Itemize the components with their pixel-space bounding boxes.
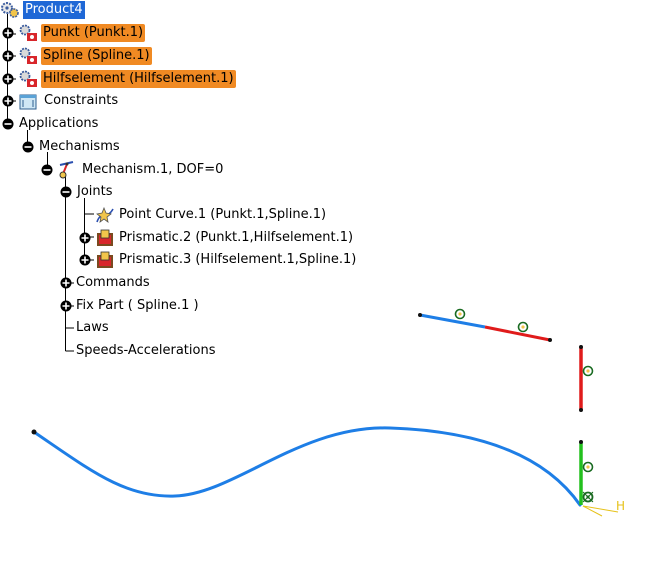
collapse-minus-icon[interactable] [2,118,14,130]
expand-plus-icon[interactable] [60,300,72,312]
tree-label-mechanisms[interactable]: Mechanisms [39,139,120,154]
tree-label-hilfselement[interactable]: Hilfselement (Hilfselement.1) [41,70,236,88]
part-icon [19,24,37,41]
tree-label-applications[interactable]: Applications [19,116,99,131]
point-curve-joint-icon [96,206,114,223]
expand-plus-icon[interactable] [2,95,14,107]
part-icon [19,70,37,87]
tree-label-prismatic2[interactable]: Prismatic.2 (Punkt.1,Hilfselement.1) [119,230,354,245]
tree-label-commands[interactable]: Commands [76,275,150,290]
product-gears-icon [1,2,19,18]
expand-plus-icon[interactable] [60,277,72,289]
expand-plus-icon[interactable] [2,50,14,62]
tree-label-point-curve[interactable]: Point Curve.1 (Punkt.1,Spline.1) [119,207,327,222]
tree-label-speeds[interactable]: Speeds-Accelerations [76,343,216,358]
expand-plus-icon[interactable] [2,27,14,39]
collapse-minus-icon[interactable] [60,186,72,198]
tree-label-punkt[interactable]: Punkt (Punkt.1) [41,24,146,42]
tree-label-constraints[interactable]: Constraints [44,93,119,108]
part-icon [19,47,37,64]
tree-label-laws[interactable]: Laws [76,320,109,335]
tree-label-mechanism[interactable]: Mechanism.1, DOF=0 [82,162,224,177]
collapse-minus-icon[interactable] [41,164,53,176]
collapse-minus-icon[interactable] [22,141,34,153]
expand-plus-icon[interactable] [79,254,91,266]
mechanism-icon [59,161,74,179]
expand-plus-icon[interactable] [79,232,91,244]
prismatic-joint-icon [97,251,113,268]
tree-label-product[interactable]: Product4 [23,1,85,19]
constraints-icon [19,94,37,110]
tree-label-prismatic3[interactable]: Prismatic.3 (Hilfselement.1,Spline.1) [119,252,357,267]
prismatic-joint-icon [97,229,113,246]
tree-label-spline[interactable]: Spline (Spline.1) [41,47,152,65]
tree-label-joints[interactable]: Joints [77,184,113,199]
expand-plus-icon[interactable] [2,73,14,85]
tree-label-fix-part[interactable]: Fix Part ( Spline.1 ) [76,298,199,313]
